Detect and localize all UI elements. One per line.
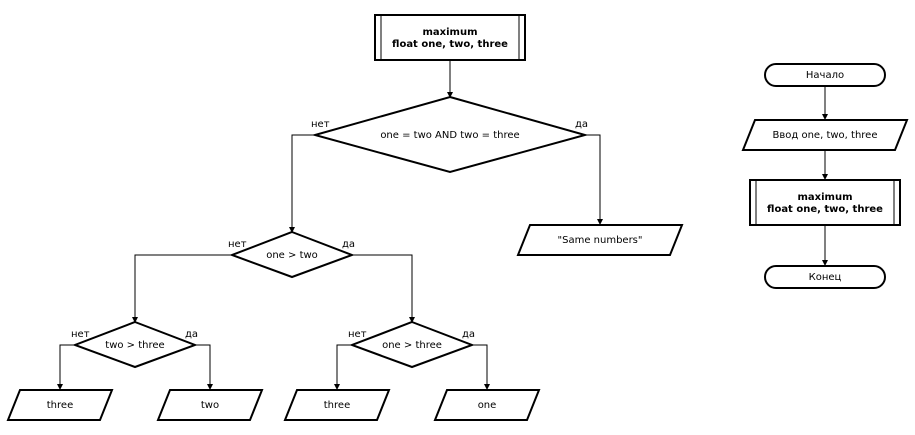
condition-1: one = two AND two = three нет да (311, 95, 589, 174)
side-input-block: Ввод one, two, three (741, 119, 909, 151)
main-subprocess-line1: maximum (422, 27, 477, 38)
condition-2-yes-label: да (342, 239, 355, 250)
condition-1-text: one = two AND two = three (380, 130, 519, 141)
main-subprocess-line2: float one, two, three (392, 39, 508, 50)
condition-4-text: one > three (382, 340, 442, 351)
output-2-text: two (201, 400, 219, 411)
side-start-terminal: Начало (764, 63, 886, 87)
condition-1-yes-label: да (575, 119, 588, 130)
side-end-text: Конец (809, 272, 842, 283)
output-1-text: three (47, 400, 73, 411)
output-2: two (156, 389, 264, 421)
side-subprocess-line1: maximum (797, 192, 852, 203)
side-input-text: Ввод one, two, three (773, 130, 878, 141)
connectors (57, 60, 603, 390)
condition-3-no-label: нет (71, 329, 90, 340)
condition-4-yes-label: да (462, 329, 475, 340)
condition-3-text: two > three (105, 340, 164, 351)
side-subprocess-block: maximum float one, two, three (749, 179, 901, 226)
condition-4-no-label: нет (348, 329, 367, 340)
output-same-numbers-text: "Same numbers" (558, 235, 643, 246)
output-3: three (283, 389, 391, 421)
condition-3: two > three нет да (71, 320, 198, 369)
output-1: three (6, 389, 114, 421)
condition-2-no-label: нет (228, 239, 247, 250)
output-4: one (433, 389, 541, 421)
side-subprocess-line2: float one, two, three (767, 204, 883, 215)
condition-2: one > two нет да (228, 230, 355, 279)
output-same-numbers: "Same numbers" (516, 224, 684, 256)
output-4-text: one (478, 400, 497, 411)
side-end-terminal: Конец (764, 265, 886, 289)
side-start-text: Начало (806, 70, 844, 81)
condition-1-no-label: нет (311, 119, 330, 130)
condition-3-yes-label: да (185, 329, 198, 340)
output-3-text: three (324, 400, 350, 411)
main-subprocess-block: maximum float one, two, three (374, 14, 526, 61)
condition-4: one > three нет да (348, 320, 475, 369)
condition-2-text: one > two (266, 250, 318, 261)
